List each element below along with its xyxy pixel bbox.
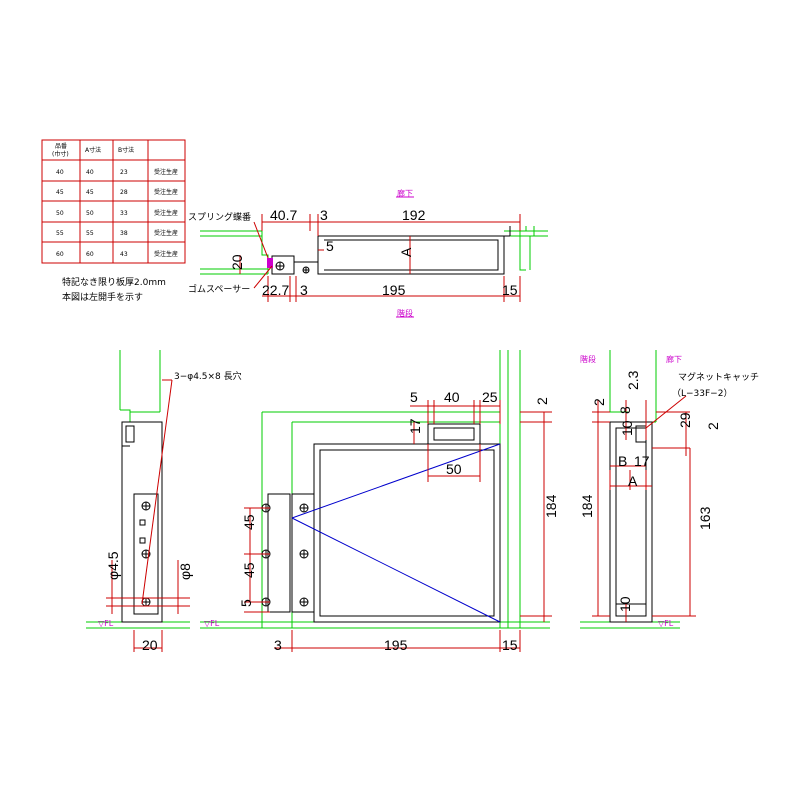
dim-5-elev: 5 [410, 389, 418, 405]
table-cell: 50 [86, 210, 94, 217]
fl-elev: ▽FL [204, 619, 220, 628]
table-cell: 50 [56, 210, 64, 217]
label-stairs-right: 階段 [580, 354, 596, 364]
table-cell: 33 [120, 210, 128, 217]
table-cell: 45 [56, 189, 64, 196]
dim-40-elev: 40 [444, 389, 460, 405]
table-cell: 55 [86, 230, 94, 237]
table-cell: 45 [86, 189, 94, 196]
table-header-b: B寸法 [118, 146, 134, 154]
dim-15-plan: 15 [502, 282, 518, 298]
dim-17-right: 17 [634, 453, 650, 469]
dim-3-bot: 3 [300, 282, 308, 298]
dim-15-elev: 15 [502, 637, 518, 653]
dim-5b-elev: 5 [238, 599, 254, 607]
plan-door-leaf [271, 226, 511, 275]
dim-a-plan: A [398, 247, 414, 257]
table-header-hinban: 品番 [55, 143, 67, 150]
dim-2-elev: 2 [534, 397, 550, 405]
left-section: 3−φ4.5×8 長穴 φ4.5 φ8 20 ▽FL [86, 350, 242, 653]
table-cell: 28 [120, 189, 128, 196]
plan-label-corridor: 廊下 [397, 188, 413, 198]
label-corridor-right: 廊下 [666, 354, 682, 364]
plan-walls [200, 226, 548, 275]
dim-195-plan: 195 [382, 282, 406, 298]
label-magnet-catch: マグネットキャッチ [678, 371, 759, 383]
dim-195-elev: 195 [384, 637, 408, 653]
dim-a-right: A [628, 473, 638, 489]
table-cell: 60 [86, 251, 94, 258]
table-cell: 受注生産 [154, 229, 178, 237]
dim-192: 192 [402, 207, 426, 223]
fl-right: ▽FL [658, 619, 674, 628]
dim-45b-elev: 45 [241, 562, 257, 578]
table-cell: 受注生産 [154, 209, 178, 217]
table-cell: 55 [56, 230, 64, 237]
dim-184-right: 184 [579, 494, 595, 518]
right-section: 階段 廊下 [579, 350, 759, 629]
spec-table: 品番 (巾寸) A寸法 B寸法 40 40 23 受注生産 45 45 28 受注生産 50 50… [41, 139, 186, 303]
dim-3-elev: 3 [274, 637, 282, 653]
plan-view: 廊下 階段 [188, 188, 548, 318]
table-header-hinban-sub: (巾寸) [52, 150, 69, 158]
elevation-view: 5 40 25 2 17 50 45 45 5 184 3 195 15 ▽FL [200, 350, 559, 653]
dim-29-right: 29 [677, 412, 693, 428]
dim-20-left: 20 [142, 637, 158, 653]
plan-dimensions [239, 214, 521, 302]
plan-label-stairs: 階段 [397, 308, 413, 318]
dim-5: 5 [326, 238, 334, 254]
label-spring-hinge: スプリング蝶番 [188, 211, 251, 223]
dim-40-7: 40.7 [270, 207, 297, 223]
table-cell: 受注生産 [154, 250, 178, 258]
dim-50-elev: 50 [446, 461, 462, 477]
table-header-a: A寸法 [85, 146, 101, 154]
dim-8-right: 8 [617, 406, 633, 414]
dim-22-7: 22.7 [262, 282, 289, 298]
dim-3-top: 3 [320, 207, 328, 223]
note-thickness: 特記なき限り板厚2.0mm [62, 276, 166, 288]
dim-b-right: B [618, 453, 627, 469]
dim-20-plan: 20 [229, 254, 245, 270]
table-cell: 40 [86, 169, 94, 176]
label-hole-note: 3−φ4.5×8 長穴 [174, 370, 242, 382]
dim-phi8: φ8 [177, 563, 193, 580]
table-cell: 38 [120, 230, 128, 237]
table-cell: 40 [56, 169, 64, 176]
dim-25-elev: 25 [482, 389, 498, 405]
door-swing-lines [291, 443, 501, 623]
table-cell: 60 [56, 251, 64, 258]
table-cell: 23 [120, 169, 128, 176]
table-cell: 受注生産 [154, 168, 178, 176]
dim-45a-elev: 45 [241, 514, 257, 530]
note-left-hand: 本図は左開手を示す [62, 291, 143, 303]
label-rubber-spacer: ゴムスペーサー [188, 283, 250, 295]
table-cell: 43 [120, 251, 128, 258]
table-cell: 受注生産 [154, 188, 178, 196]
dim-10-right: 10 [619, 420, 635, 436]
dim-17-elev: 17 [407, 418, 423, 434]
dim-184-elev: 184 [543, 494, 559, 518]
dim-10b-right: 10 [617, 596, 633, 612]
slot-icon [139, 537, 146, 544]
fl-left: ▽FL [98, 619, 114, 628]
rubber-spacer-mark [267, 258, 273, 268]
slot-icon [139, 519, 146, 526]
dim-2b-right: 2 [705, 422, 721, 430]
dim-163-right: 163 [697, 506, 713, 530]
dim-phi4-5: φ4.5 [105, 551, 121, 580]
dim-2a-right: 2 [591, 398, 607, 406]
label-magnet-model: （L−33F−2） [672, 388, 732, 399]
dim-2-3-right: 2.3 [625, 370, 641, 390]
